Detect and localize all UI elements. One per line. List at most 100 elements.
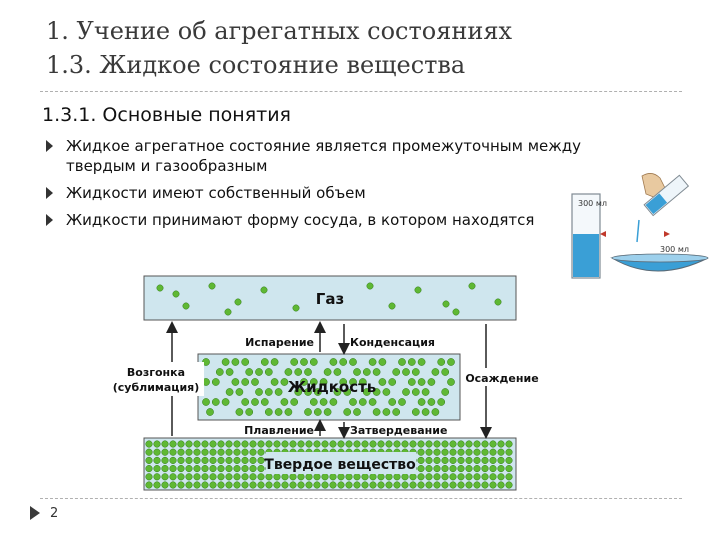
particle [329, 358, 338, 366]
particle [274, 408, 283, 416]
particle [392, 368, 401, 376]
particle [313, 408, 322, 416]
particle [281, 481, 289, 489]
particle [481, 473, 489, 481]
slide-title: 1. Учение об агрегатных состояниях 1.3. … [46, 14, 512, 82]
particle [388, 378, 397, 386]
particle [505, 473, 513, 481]
particle [497, 465, 505, 473]
sublimation-label-2: (сублимация) [113, 381, 200, 394]
particle [481, 456, 489, 464]
particle [323, 408, 332, 416]
footer-divider [40, 498, 682, 499]
particle [377, 440, 385, 448]
particle [425, 456, 433, 464]
particle [309, 398, 318, 406]
particle [257, 473, 265, 481]
particle [208, 282, 216, 290]
particle [270, 378, 279, 386]
particle [425, 448, 433, 456]
particle [211, 378, 220, 386]
particle [337, 473, 345, 481]
particle [241, 358, 250, 366]
particle [193, 440, 201, 448]
particle [177, 465, 185, 473]
cylinder-liquid [573, 234, 599, 277]
particle [382, 388, 391, 396]
particle [401, 481, 409, 489]
particle [457, 465, 465, 473]
particle [417, 473, 425, 481]
particle [249, 448, 257, 456]
particle [349, 378, 357, 386]
particle [280, 398, 289, 406]
gas-particles [156, 282, 502, 316]
particle [361, 481, 369, 489]
particle [177, 481, 185, 489]
cylinder-label: 300 мл [578, 199, 607, 208]
particle [241, 440, 249, 448]
particle [231, 358, 240, 366]
particle [449, 481, 457, 489]
particle [329, 398, 338, 406]
particle [457, 456, 465, 464]
particle [169, 448, 177, 456]
particle [209, 465, 217, 473]
particle [290, 358, 299, 366]
particle [329, 440, 337, 448]
particle [372, 368, 381, 376]
particle [265, 481, 273, 489]
particle [225, 456, 233, 464]
particle [465, 448, 473, 456]
particle [388, 398, 397, 406]
particle [273, 481, 281, 489]
particle [284, 368, 293, 376]
particle [417, 456, 425, 464]
particle [425, 481, 433, 489]
particle [225, 388, 234, 396]
particle [447, 358, 455, 366]
particle [313, 440, 321, 448]
particle [225, 473, 233, 481]
particle [245, 368, 254, 376]
particle [169, 456, 177, 464]
particle [333, 388, 342, 396]
particle [441, 481, 449, 489]
particle [409, 473, 417, 481]
particle [241, 481, 249, 489]
particle [329, 473, 337, 481]
particle [457, 448, 465, 456]
particle [441, 388, 450, 396]
bullet-arrow-icon [46, 140, 53, 152]
particle [233, 456, 241, 464]
particle [217, 440, 225, 448]
particle [382, 408, 391, 416]
particle [401, 440, 409, 448]
particle [225, 481, 233, 489]
particle [235, 388, 244, 396]
particle [505, 481, 513, 489]
particle [497, 473, 505, 481]
particle [319, 378, 328, 386]
particle [465, 456, 473, 464]
particle [225, 440, 233, 448]
particle [457, 481, 465, 489]
particle [193, 473, 201, 481]
particle [233, 465, 241, 473]
particle [201, 448, 209, 456]
particle [273, 473, 281, 481]
particle [201, 440, 209, 448]
particle [441, 465, 449, 473]
evaporation-label: Испарение [245, 336, 314, 349]
particle [392, 408, 401, 416]
particle [417, 448, 425, 456]
particle [393, 473, 401, 481]
particle [233, 448, 241, 456]
particle [255, 368, 263, 376]
particle [231, 378, 240, 386]
particle [385, 481, 393, 489]
particle [409, 440, 417, 448]
particle [362, 368, 371, 376]
particle [465, 440, 473, 448]
particle [378, 378, 387, 386]
